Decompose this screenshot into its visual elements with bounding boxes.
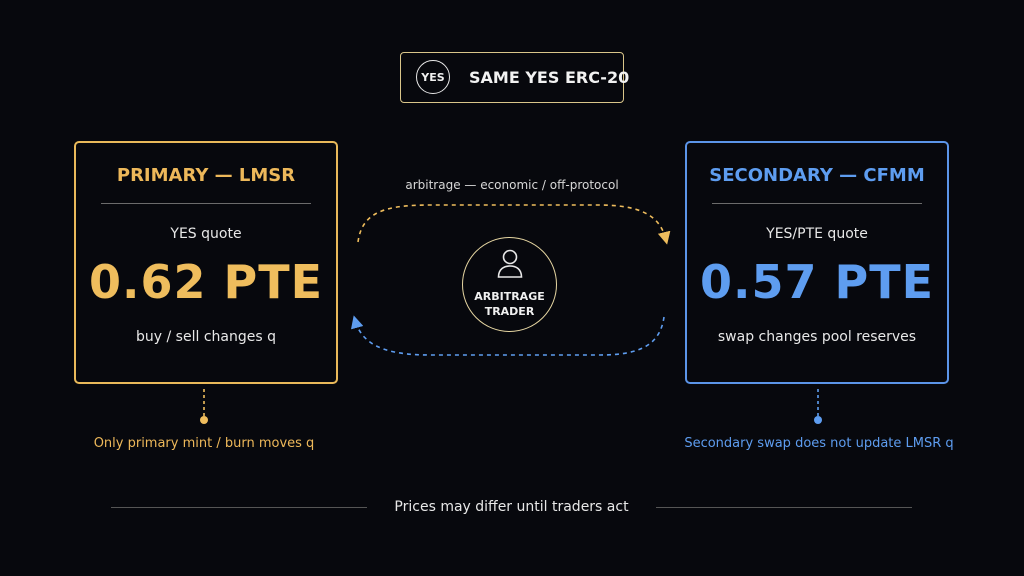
trader-label: ARBITRAGE TRADER xyxy=(463,289,556,319)
arbitrage-arrow-to-secondary xyxy=(357,204,671,245)
primary-footnote-dot xyxy=(200,416,208,424)
primary-note: buy / sell changes q xyxy=(136,329,276,345)
primary-price: 0.62 PTE xyxy=(88,255,324,309)
primary-title: PRIMARY — LMSR xyxy=(116,165,296,186)
secondary-cfmm-panel: SECONDARY — CFMM YES/PTE quote 0.57 PTE … xyxy=(685,141,949,384)
secondary-divider xyxy=(712,203,922,204)
footer-caption: Prices may differ until traders act xyxy=(394,499,629,515)
primary-lmsr-panel: PRIMARY — LMSR YES quote 0.62 PTE buy / … xyxy=(74,141,338,384)
footer-rule-right xyxy=(656,507,912,508)
yes-token-icon-text: YES xyxy=(421,70,445,84)
person-icon xyxy=(497,249,523,278)
secondary-footnote-dot xyxy=(814,416,822,424)
primary-footnote: Only primary mint / burn moves q xyxy=(93,436,315,451)
arbitrage-label: arbitrage — economic / off-protocol xyxy=(405,178,619,192)
secondary-title: SECONDARY — CFMM xyxy=(709,165,925,186)
primary-quote-label: YES quote xyxy=(170,226,242,242)
footer-rule-left xyxy=(111,507,367,508)
token-label: SAME YES ERC-20 xyxy=(469,68,630,87)
secondary-price: 0.57 PTE xyxy=(699,255,935,309)
primary-divider xyxy=(101,203,311,204)
secondary-footnote: Secondary swap does not update LMSR q xyxy=(684,436,954,451)
trader-label-text: ARBITRAGE TRADER xyxy=(474,290,545,318)
arbitrage-trader: ARBITRAGE TRADER xyxy=(462,237,557,332)
secondary-quote-label: YES/PTE quote xyxy=(766,226,868,242)
secondary-note: swap changes pool reserves xyxy=(717,329,917,345)
shared-token-badge: YES SAME YES ERC-20 xyxy=(400,52,629,103)
yes-token-icon: YES xyxy=(416,60,450,94)
